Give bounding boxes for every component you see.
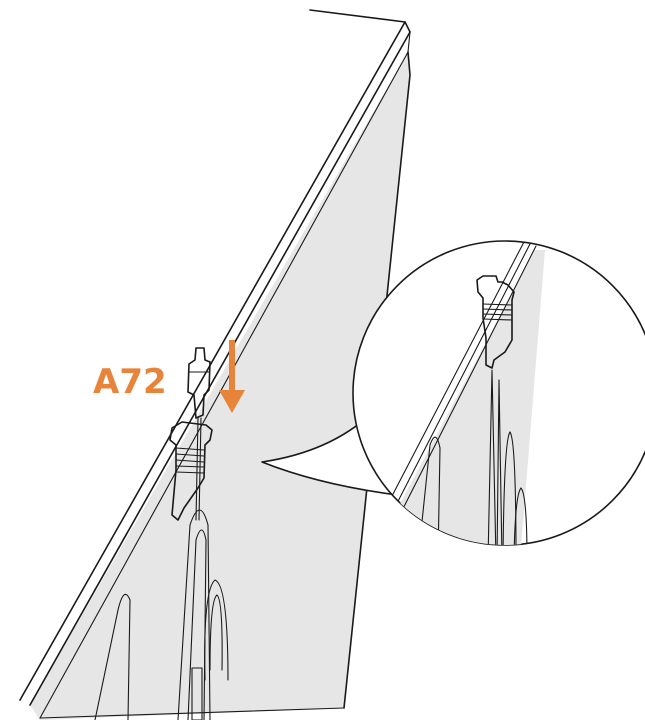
panel-outer-edge [19,21,406,701]
detail-channel-outer [487,369,497,545]
main-panel [19,9,411,720]
detail-channel-inner [496,379,503,545]
clip-ridge-4 [175,465,205,468]
detail-clip-ridge-2 [482,308,513,311]
panel-face [30,52,410,720]
clip-ridge-2 [175,453,205,457]
hook-clip [169,347,213,521]
panel-mid-edge [29,31,411,706]
detail-edge-2 [371,241,532,545]
rear-clip-bottom [191,667,203,720]
detail-clip-head [476,275,515,369]
clip-head [169,421,213,521]
detail-channel-left [417,436,441,545]
rear-channel-loop-inner [209,594,223,671]
detail-edge-3 [378,245,537,545]
detail-channel-loop2 [513,487,528,545]
detail-magnifier [261,240,645,546]
rear-channel-loop [204,579,229,681]
clip-ridge-5 [175,471,205,474]
clip-top-connector [187,347,211,419]
detail-clip-ridge-4 [482,318,513,321]
rear-channel-inner [187,529,207,720]
clip-ridge-3 [175,459,205,463]
down-arrow-icon [219,340,245,413]
clip-cable-2 [198,417,202,521]
detail-clip-ridge-3 [482,313,513,316]
clip-ridge-1 [175,447,205,451]
panel-top-edge [309,9,411,33]
detail-clip-ridge-1 [482,303,513,306]
detail-channel-loop [502,431,517,545]
panel-right-edge [343,51,411,709]
part-label-a72: A72 [93,362,167,402]
clip-cable [195,417,199,521]
rear-channel-left [94,593,131,720]
